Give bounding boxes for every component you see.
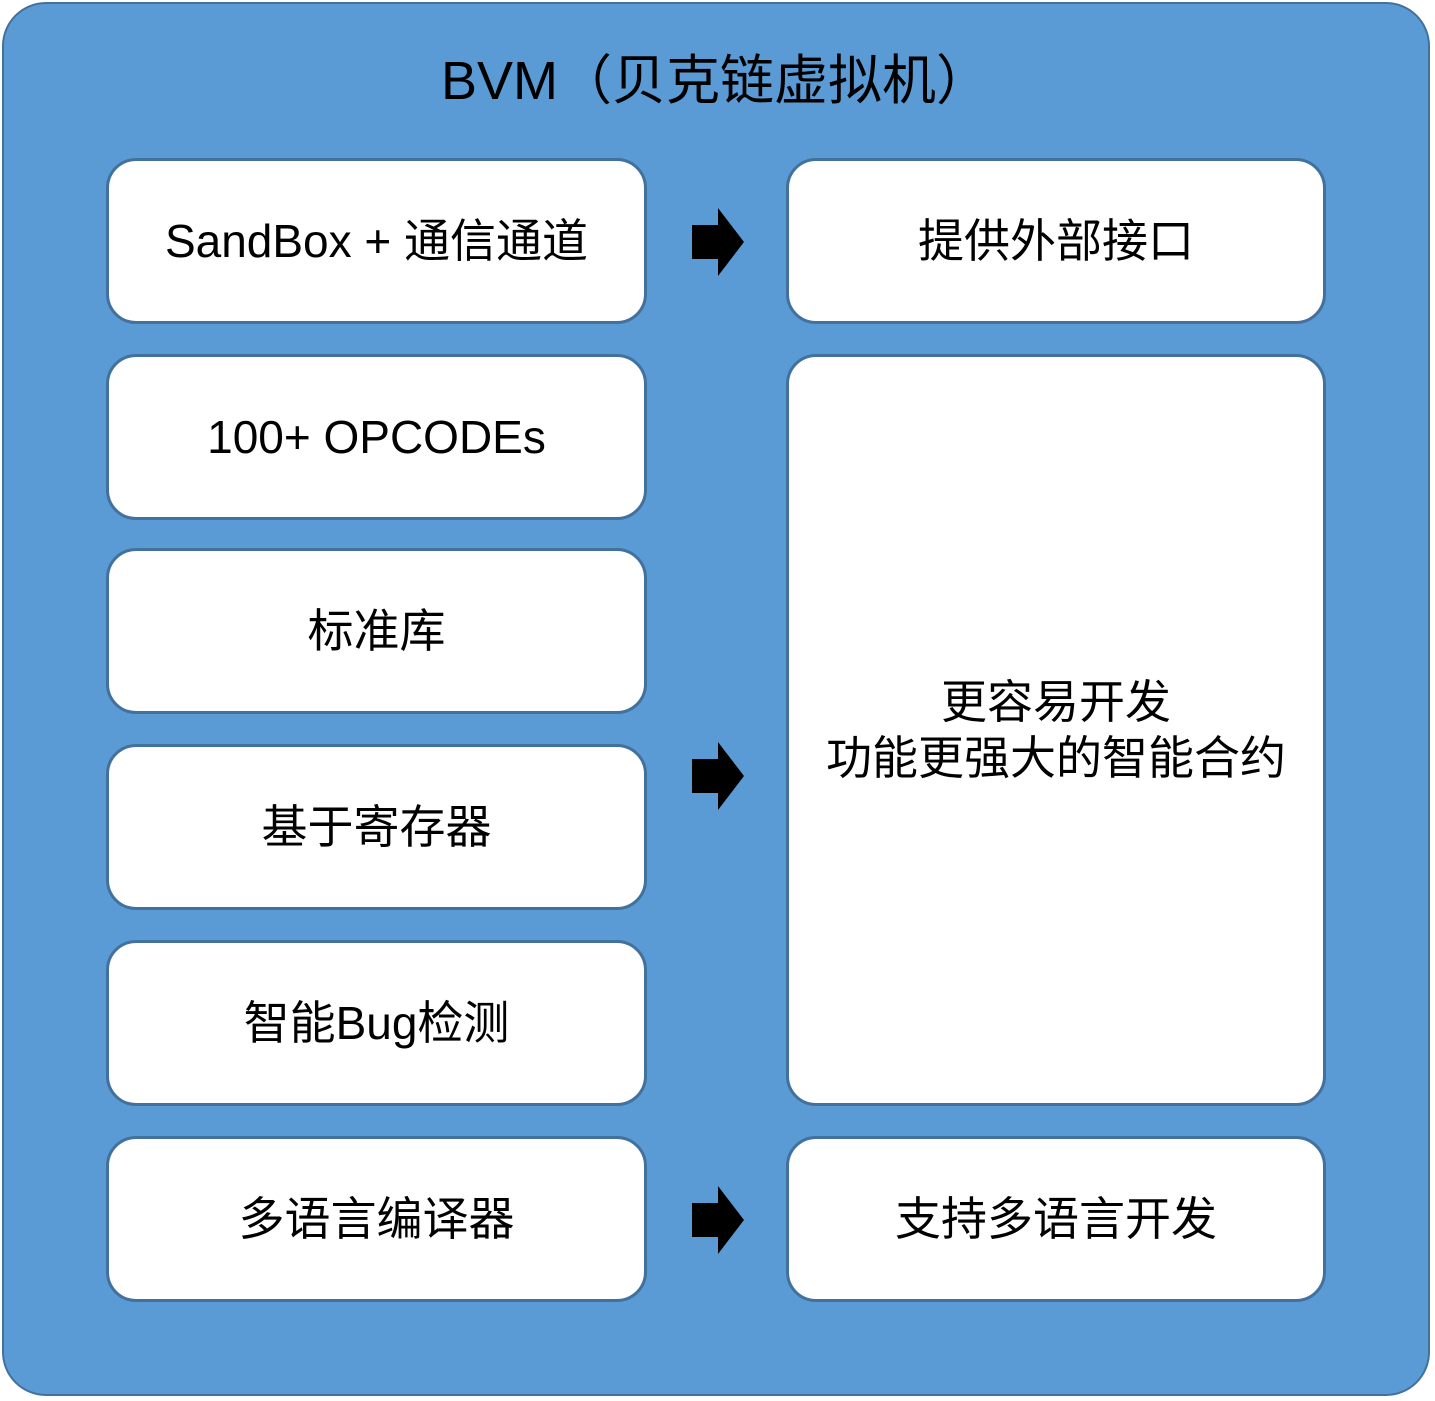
feature-box-register-based: 基于寄存器 — [106, 744, 647, 910]
outcome-label-line1: 更容易开发 — [941, 676, 1171, 728]
feature-box-bug-detection: 智能Bug检测 — [106, 940, 647, 1106]
outcome-label: 提供外部接口 — [918, 215, 1194, 267]
outcome-box-multi-language: 支持多语言开发 — [786, 1136, 1326, 1302]
outcome-label: 支持多语言开发 — [895, 1193, 1217, 1245]
feature-label: 多语言编译器 — [238, 1193, 515, 1245]
outcome-box-smart-contracts: 更容易开发 功能更强大的智能合约 — [786, 354, 1326, 1106]
feature-box-multi-language-compiler: 多语言编译器 — [106, 1136, 647, 1302]
feature-label: 标准库 — [307, 605, 446, 657]
right-arrow-icon — [692, 742, 744, 810]
feature-box-sandbox: SandBox + 通信通道 — [106, 158, 647, 324]
feature-label: 基于寄存器 — [261, 801, 492, 853]
feature-box-standard-library: 标准库 — [106, 548, 647, 714]
right-arrow-icon — [692, 1186, 744, 1254]
right-arrow-icon — [692, 208, 744, 276]
feature-box-opcodes: 100+ OPCODEs — [106, 354, 647, 520]
feature-label: SandBox + 通信通道 — [164, 215, 589, 267]
outcome-label-line2: 功能更强大的智能合约 — [826, 732, 1286, 784]
outcome-box-external-interface: 提供外部接口 — [786, 158, 1326, 324]
feature-label: 100+ OPCODEs — [207, 411, 546, 463]
feature-label: 智能Bug检测 — [243, 997, 510, 1049]
diagram-title: BVM（贝克链虚拟机） — [440, 51, 991, 111]
